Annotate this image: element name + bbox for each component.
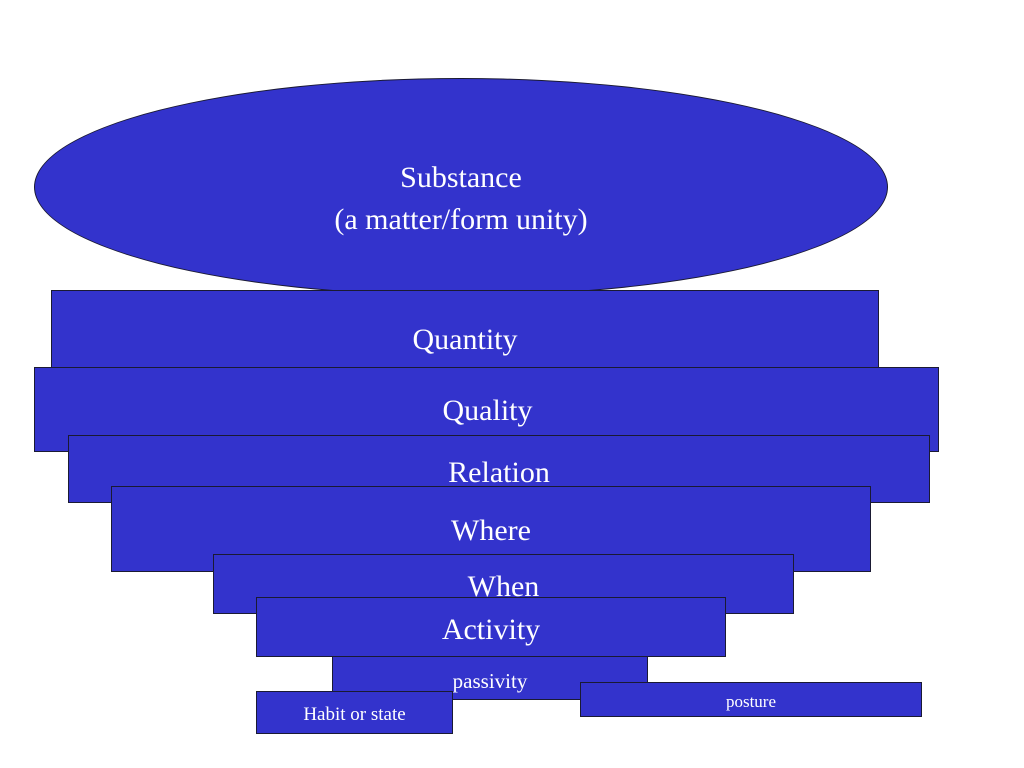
quantity-label: Quantity <box>412 323 518 356</box>
quality-label: Quality <box>442 394 533 427</box>
activity-box: Activity <box>256 597 726 657</box>
passivity-label: passivity <box>452 669 528 693</box>
substance-label: Substance <box>400 161 522 194</box>
substance-sublabel: (a matter/form unity) <box>334 203 588 236</box>
posture-label: posture <box>725 692 777 711</box>
posture-box: posture <box>580 682 922 717</box>
habit-box: Habit or state <box>256 691 453 734</box>
where-label: Where <box>451 514 531 547</box>
habit-label: Habit or state <box>303 704 406 725</box>
when-label: When <box>467 570 540 603</box>
activity-label: Activity <box>441 613 541 646</box>
relation-label: Relation <box>448 456 550 489</box>
substance-ellipse: Substance (a matter/form unity) <box>34 78 888 296</box>
quantity-box: Quantity <box>51 290 879 378</box>
